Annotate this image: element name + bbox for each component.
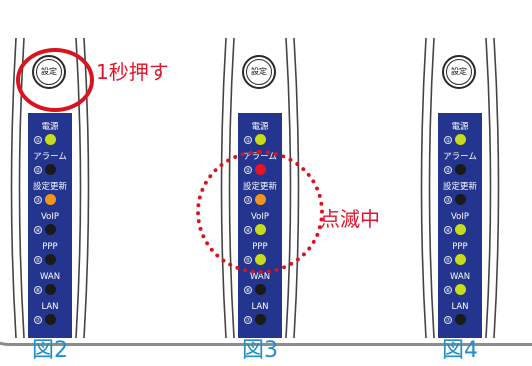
led-indicator bbox=[45, 134, 56, 145]
figure-label: 図3 bbox=[242, 338, 278, 363]
led-label: PPP bbox=[42, 242, 58, 252]
led-row-wan: WAN ⑥ bbox=[438, 271, 482, 301]
led-indicator bbox=[455, 284, 466, 295]
blinking-annotation: 点滅中 bbox=[320, 207, 380, 231]
router-shell bbox=[420, 38, 500, 338]
led-label: WAN bbox=[39, 272, 61, 282]
led-number: ⑥ bbox=[34, 286, 42, 294]
frame-border bbox=[0, 0, 532, 346]
led-number: ② bbox=[34, 166, 42, 174]
led-label: PPP bbox=[452, 242, 468, 252]
press-one-second-annotation: 1秒押す bbox=[96, 60, 169, 84]
led-row-ppp: PPP ⑤ bbox=[28, 241, 72, 271]
led-label: LAN bbox=[251, 302, 269, 312]
led-number: ① bbox=[34, 136, 42, 144]
led-label: アラーム bbox=[443, 152, 477, 162]
led-label: WAN bbox=[249, 272, 271, 282]
led-row-wan: WAN ⑥ bbox=[238, 271, 282, 301]
led-row-voip: VoIP ④ bbox=[438, 211, 482, 241]
led-row-config-update: 設定更新 ③ bbox=[438, 181, 482, 211]
led-number: ① bbox=[244, 136, 252, 144]
led-row-alarm: アラーム ② bbox=[438, 151, 482, 181]
led-number: ④ bbox=[444, 226, 452, 234]
led-indicator bbox=[45, 194, 56, 205]
led-indicator bbox=[455, 134, 466, 145]
settings-button-label: 設定 bbox=[451, 67, 467, 76]
led-indicator bbox=[45, 254, 56, 265]
led-row-alarm: アラーム ② bbox=[28, 151, 72, 181]
led-indicator bbox=[45, 164, 56, 175]
led-indicator bbox=[255, 284, 266, 295]
led-row-power: 電源 ① bbox=[238, 121, 282, 151]
led-number: ⑦ bbox=[244, 316, 252, 324]
press-highlight-circle bbox=[16, 48, 94, 112]
led-number: ① bbox=[444, 136, 452, 144]
led-label: アラーム bbox=[33, 152, 67, 162]
router-unit-fig2: 設定 電源 ① アラーム ② 設定更新 ③ VoIP ④ bbox=[4, 38, 96, 338]
led-label: 設定更新 bbox=[32, 182, 67, 192]
led-number: ④ bbox=[34, 226, 42, 234]
led-label: VoIP bbox=[451, 212, 469, 222]
figure-label: 図4 bbox=[442, 338, 478, 363]
led-indicator bbox=[45, 224, 56, 235]
led-indicator bbox=[45, 314, 56, 325]
led-label: LAN bbox=[451, 302, 469, 312]
led-indicator bbox=[455, 164, 466, 175]
led-number: ⑤ bbox=[444, 256, 452, 264]
led-row-wan: WAN ⑥ bbox=[28, 271, 72, 301]
led-label: 電源 bbox=[251, 122, 269, 132]
router-unit-fig4: 設定 電源 ① アラーム ② 設定更新 ③ VoIP ④ bbox=[414, 38, 506, 338]
led-number: ⑦ bbox=[34, 316, 42, 324]
led-number: ⑥ bbox=[244, 286, 252, 294]
led-indicator bbox=[455, 224, 466, 235]
led-number: ③ bbox=[34, 196, 42, 204]
led-number: ⑦ bbox=[444, 316, 452, 324]
led-indicator bbox=[455, 194, 466, 205]
led-row-ppp: PPP ⑤ bbox=[438, 241, 482, 271]
led-panel: 電源 ① アラーム ② 設定更新 ③ VoIP ④ PPP ⑤ bbox=[28, 113, 72, 338]
led-panel: 電源 ① アラーム ② 設定更新 ③ VoIP ④ PPP ⑤ bbox=[438, 113, 482, 338]
led-indicator bbox=[45, 284, 56, 295]
led-number: ③ bbox=[444, 196, 452, 204]
led-row-lan: LAN ⑦ bbox=[28, 301, 72, 331]
led-indicator bbox=[255, 314, 266, 325]
settings-button[interactable]: 設定 bbox=[32, 55, 66, 89]
led-indicator bbox=[455, 314, 466, 325]
settings-button[interactable]: 設定 bbox=[442, 55, 476, 89]
led-row-lan: LAN ⑦ bbox=[238, 301, 282, 331]
led-row-power: 電源 ① bbox=[438, 121, 482, 151]
settings-button[interactable]: 設定 bbox=[242, 55, 276, 89]
led-label: 設定更新 bbox=[442, 182, 477, 192]
led-row-voip: VoIP ④ bbox=[28, 211, 72, 241]
settings-button-label: 設定 bbox=[41, 67, 57, 76]
settings-button-label: 設定 bbox=[251, 67, 267, 76]
led-label: WAN bbox=[449, 272, 471, 282]
led-label: VoIP bbox=[41, 212, 59, 222]
blinking-highlight-oval bbox=[196, 150, 324, 274]
led-number: ⑤ bbox=[34, 256, 42, 264]
figure-label: 図2 bbox=[32, 338, 68, 363]
led-label: 電源 bbox=[451, 122, 469, 132]
led-label: 電源 bbox=[41, 122, 59, 132]
led-number: ⑥ bbox=[444, 286, 452, 294]
led-indicator bbox=[455, 254, 466, 265]
led-row-lan: LAN ⑦ bbox=[438, 301, 482, 331]
led-row-power: 電源 ① bbox=[28, 121, 72, 151]
led-row-config-update: 設定更新 ③ bbox=[28, 181, 72, 211]
led-indicator bbox=[255, 134, 266, 145]
led-label: LAN bbox=[41, 302, 59, 312]
led-number: ② bbox=[444, 166, 452, 174]
